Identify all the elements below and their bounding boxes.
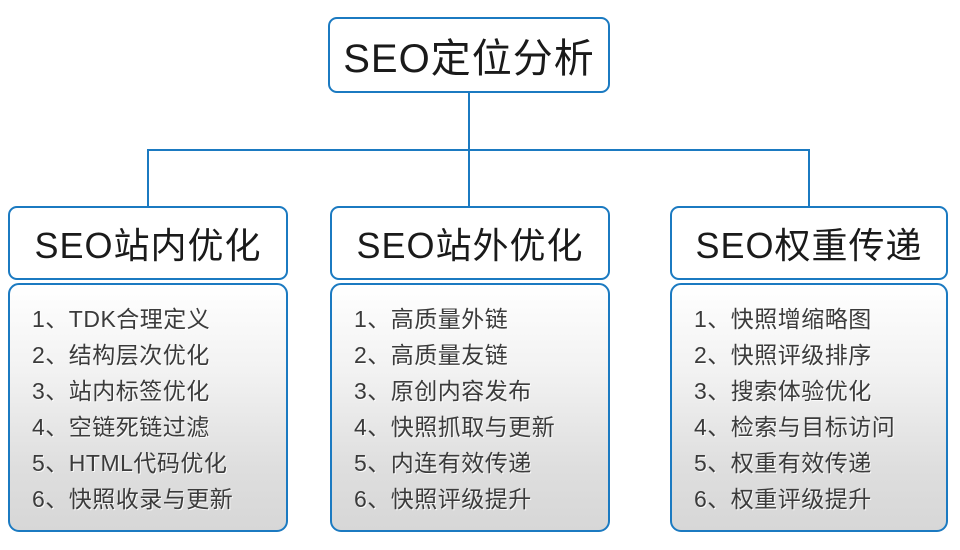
connector-drop-right: [808, 149, 810, 207]
list-item: 6、权重评级提升: [694, 486, 872, 512]
column-header-weight: SEO权重传递: [670, 206, 948, 280]
list-item: 1、快照增缩略图: [694, 306, 872, 332]
list-item: 3、原创内容发布: [354, 378, 532, 404]
root-node: SEO定位分析: [328, 17, 610, 93]
list-item: 1、TDK合理定义: [32, 306, 211, 332]
list-item: 6、快照评级提升: [354, 486, 532, 512]
column-body-weight: 1、快照增缩略图 2、快照评级排序 3、搜索体验优化 4、检索与目标访问 5、权…: [670, 283, 948, 532]
list-item: 2、结构层次优化: [32, 342, 210, 368]
list-item: 1、高质量外链: [354, 306, 509, 332]
column-header-offsite: SEO站外优化: [330, 206, 610, 280]
list-item: 4、检索与目标访问: [694, 414, 896, 440]
connector-drop-mid: [468, 149, 470, 207]
list-item: 5、HTML代码优化: [32, 450, 228, 476]
column-header-onsite: SEO站内优化: [8, 206, 288, 280]
list-item: 2、快照评级排序: [694, 342, 872, 368]
list-item: 5、内连有效传递: [354, 450, 532, 476]
list-item: 6、快照收录与更新: [32, 486, 234, 512]
list-item: 3、站内标签优化: [32, 378, 210, 404]
connector-root-stem: [468, 93, 470, 150]
list-item: 4、快照抓取与更新: [354, 414, 556, 440]
root-node-label: SEO定位分析: [343, 37, 595, 81]
list-item: 2、高质量友链: [354, 342, 509, 368]
column-body-offsite: 1、高质量外链 2、高质量友链 3、原创内容发布 4、快照抓取与更新 5、内连有…: [330, 283, 610, 532]
connector-drop-left: [147, 149, 149, 207]
column-title: SEO权重传递: [695, 225, 923, 266]
list-item: 3、搜索体验优化: [694, 378, 872, 404]
column-title: SEO站内优化: [34, 225, 262, 266]
list-item: 5、权重有效传递: [694, 450, 872, 476]
list-item: 4、空链死链过滤: [32, 414, 210, 440]
connector-crossbar: [147, 149, 809, 151]
column-body-onsite: 1、TDK合理定义 2、结构层次优化 3、站内标签优化 4、空链死链过滤 5、H…: [8, 283, 288, 532]
column-title: SEO站外优化: [356, 225, 584, 266]
